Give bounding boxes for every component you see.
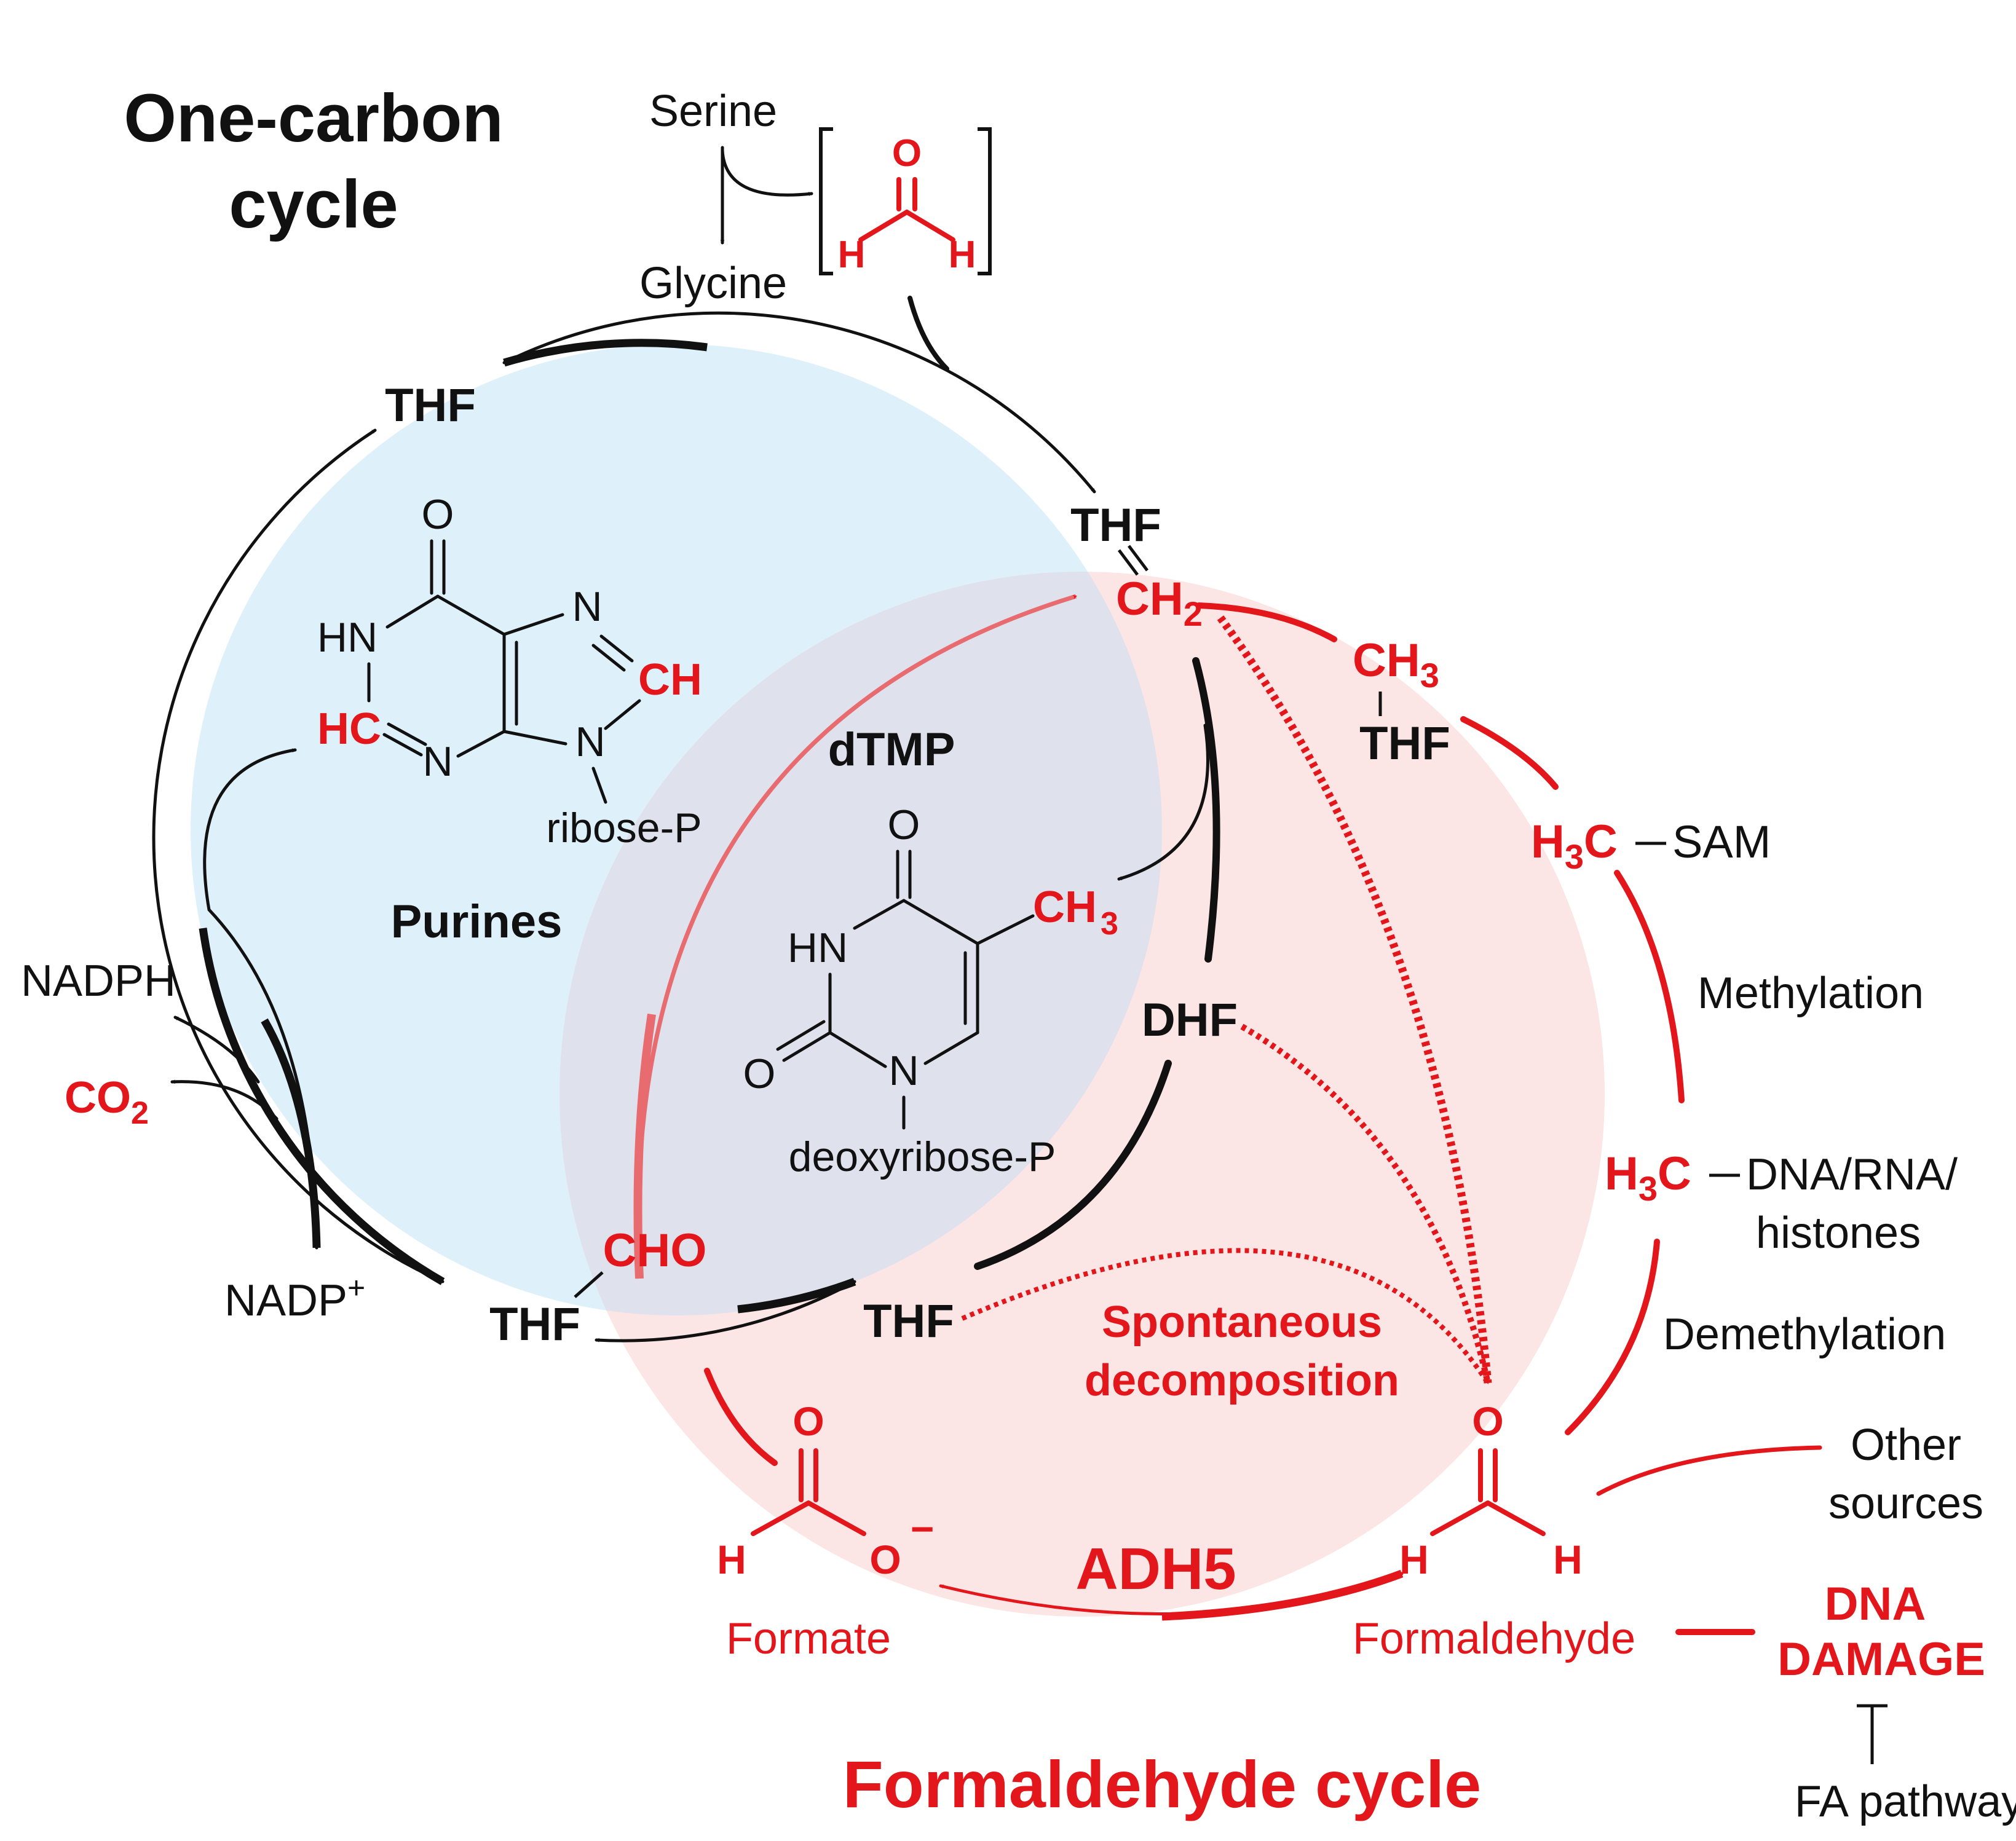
svg-text:H: H (838, 234, 866, 276)
arc-thf-bottom-thick (737, 1277, 856, 1314)
svg-text:N: N (888, 1047, 919, 1094)
ch2-label: CH2 (1116, 573, 1203, 633)
arc-left-thick (199, 928, 445, 1285)
ribose-p-label: ribose-P (546, 805, 702, 851)
svg-text:HN: HN (788, 924, 848, 971)
arc-nadp-thick (261, 1018, 321, 1248)
arc-ch2-to-ch3 (1196, 602, 1337, 642)
spontaneous-label-2: decomposition (1085, 1356, 1399, 1405)
svg-text:N: N (575, 719, 605, 765)
serine-label: Serine (649, 87, 777, 136)
svg-text:H: H (717, 1537, 746, 1582)
spontaneous-label-1: Spontaneous (1102, 1298, 1382, 1347)
h3c-sam-label: H3C (1531, 816, 1618, 876)
thf-top-label: THF (385, 379, 476, 432)
title-formaldehyde-cycle: Formaldehyde cycle (843, 1747, 1481, 1821)
arc-cho-to-ch2-thick (633, 1013, 656, 1279)
purines-label: Purines (391, 896, 563, 948)
svg-text:O: O (793, 1398, 824, 1444)
dtmp-structure: O CH 3 N HN O deoxyribose-P (743, 802, 1118, 1180)
arrow-to-co2 (170, 1079, 279, 1121)
arc-thf-to-ch2 (502, 311, 1096, 494)
svg-text:O: O (869, 1537, 901, 1582)
dhf-label: DHF (1142, 994, 1238, 1046)
sam-label: SAM (1672, 816, 1771, 867)
ch3-label: CH3 (1353, 634, 1439, 695)
arc-ch3-to-sam (1460, 716, 1559, 790)
thf-ch2-double-bond-2 (1128, 545, 1148, 572)
dashed-ch2-decomp (1217, 615, 1492, 1384)
arc-dna-to-formaldehyde (1565, 1239, 1660, 1435)
svg-text:O: O (743, 1051, 776, 1097)
arc-formate-to-thf-cho (704, 1368, 778, 1466)
svg-text:O: O (892, 132, 922, 175)
adh5-label: ADH5 (1075, 1536, 1236, 1602)
h3c-dna-label: H3C (1605, 1148, 1691, 1208)
arrow-serine-formaldehyde (721, 149, 813, 197)
other-sources-1: Other (1851, 1421, 1961, 1470)
ch3-thf-label: THF (1359, 717, 1450, 770)
arc-dhf-to-thf (974, 1060, 1172, 1270)
thf-cho-bond (574, 1271, 604, 1298)
formate-structure: O H O − (717, 1398, 934, 1582)
arc-adh5-thick (1161, 1569, 1404, 1621)
arc-sam-to-dna (1614, 870, 1685, 1103)
svg-text:−: − (911, 1506, 935, 1551)
dashed-dhf-decomp (1240, 1023, 1491, 1384)
formate-label: Formate (726, 1614, 891, 1663)
svg-text:3: 3 (1101, 906, 1118, 942)
dna-rna-label: DNA/RNA/ (1746, 1150, 1958, 1199)
fa-pathway-label: FA pathway (1795, 1777, 2016, 1826)
arc-thf-bottom-to-cho (595, 1280, 856, 1342)
dashed-thf-decomp (961, 1248, 1490, 1385)
title-one-carbon-1: One-carbon (124, 81, 503, 156)
formaldehyde-structure: O H H (1399, 1398, 1583, 1582)
svg-text:H: H (949, 234, 976, 276)
svg-text:HC: HC (317, 704, 381, 754)
nadph-label: NADPH (21, 956, 176, 1006)
svg-text:CH: CH (1033, 883, 1097, 932)
dna-damage-1: DNA (1825, 1578, 1926, 1630)
glycine-label: Glycine (639, 259, 787, 308)
arrow-to-nadph (173, 1015, 260, 1084)
arc-thf-top-thick (503, 339, 708, 367)
svg-text:N: N (572, 583, 602, 630)
purine-structure: O HN HC N N CH N ribose-P (317, 491, 702, 851)
title-one-carbon-2: cycle (229, 167, 398, 242)
svg-text:H: H (1553, 1537, 1583, 1582)
cho-label: CHO (603, 1224, 707, 1277)
arc-ch2-to-dtmp (1117, 723, 1209, 881)
svg-text:O: O (1472, 1398, 1503, 1444)
thf-bottom-label: THF (863, 1295, 954, 1347)
svg-text:CH: CH (638, 655, 702, 704)
bracketed-formaldehyde: O H H (819, 127, 992, 276)
overlap-region (559, 572, 1162, 1315)
svg-text:H: H (1399, 1537, 1429, 1582)
arc-cho-to-thf-top (152, 428, 445, 1283)
thf-cho-label: THF (489, 1298, 580, 1350)
arrow-bracket-to-cycle (907, 296, 949, 371)
formaldehyde-label: Formaldehyde (1353, 1614, 1635, 1663)
arrow-other-sources (1596, 1445, 1822, 1496)
thf-ch2-label: THF (1070, 499, 1161, 551)
dna-damage-2: DAMAGE (1777, 1633, 1985, 1685)
demethylation-label: Demethylation (1663, 1310, 1946, 1359)
other-sources-2: sources (1828, 1479, 1983, 1528)
thf-ch2-double-bond-1 (1118, 549, 1139, 576)
nadp-label: NADP+ (224, 1271, 365, 1325)
svg-text:O: O (422, 491, 454, 538)
svg-text:HN: HN (317, 614, 378, 661)
svg-text:N: N (422, 738, 453, 785)
svg-text:O: O (888, 802, 920, 848)
dtmp-label: dTMP (828, 723, 955, 776)
methylation-label: Methylation (1698, 969, 1924, 1018)
arc-ch2-to-dhf (1192, 657, 1220, 963)
deoxyribose-p-label: deoxyribose-P (789, 1133, 1056, 1180)
co2-label: CO2 (65, 1073, 149, 1131)
histones-label: histones (1756, 1208, 1921, 1258)
